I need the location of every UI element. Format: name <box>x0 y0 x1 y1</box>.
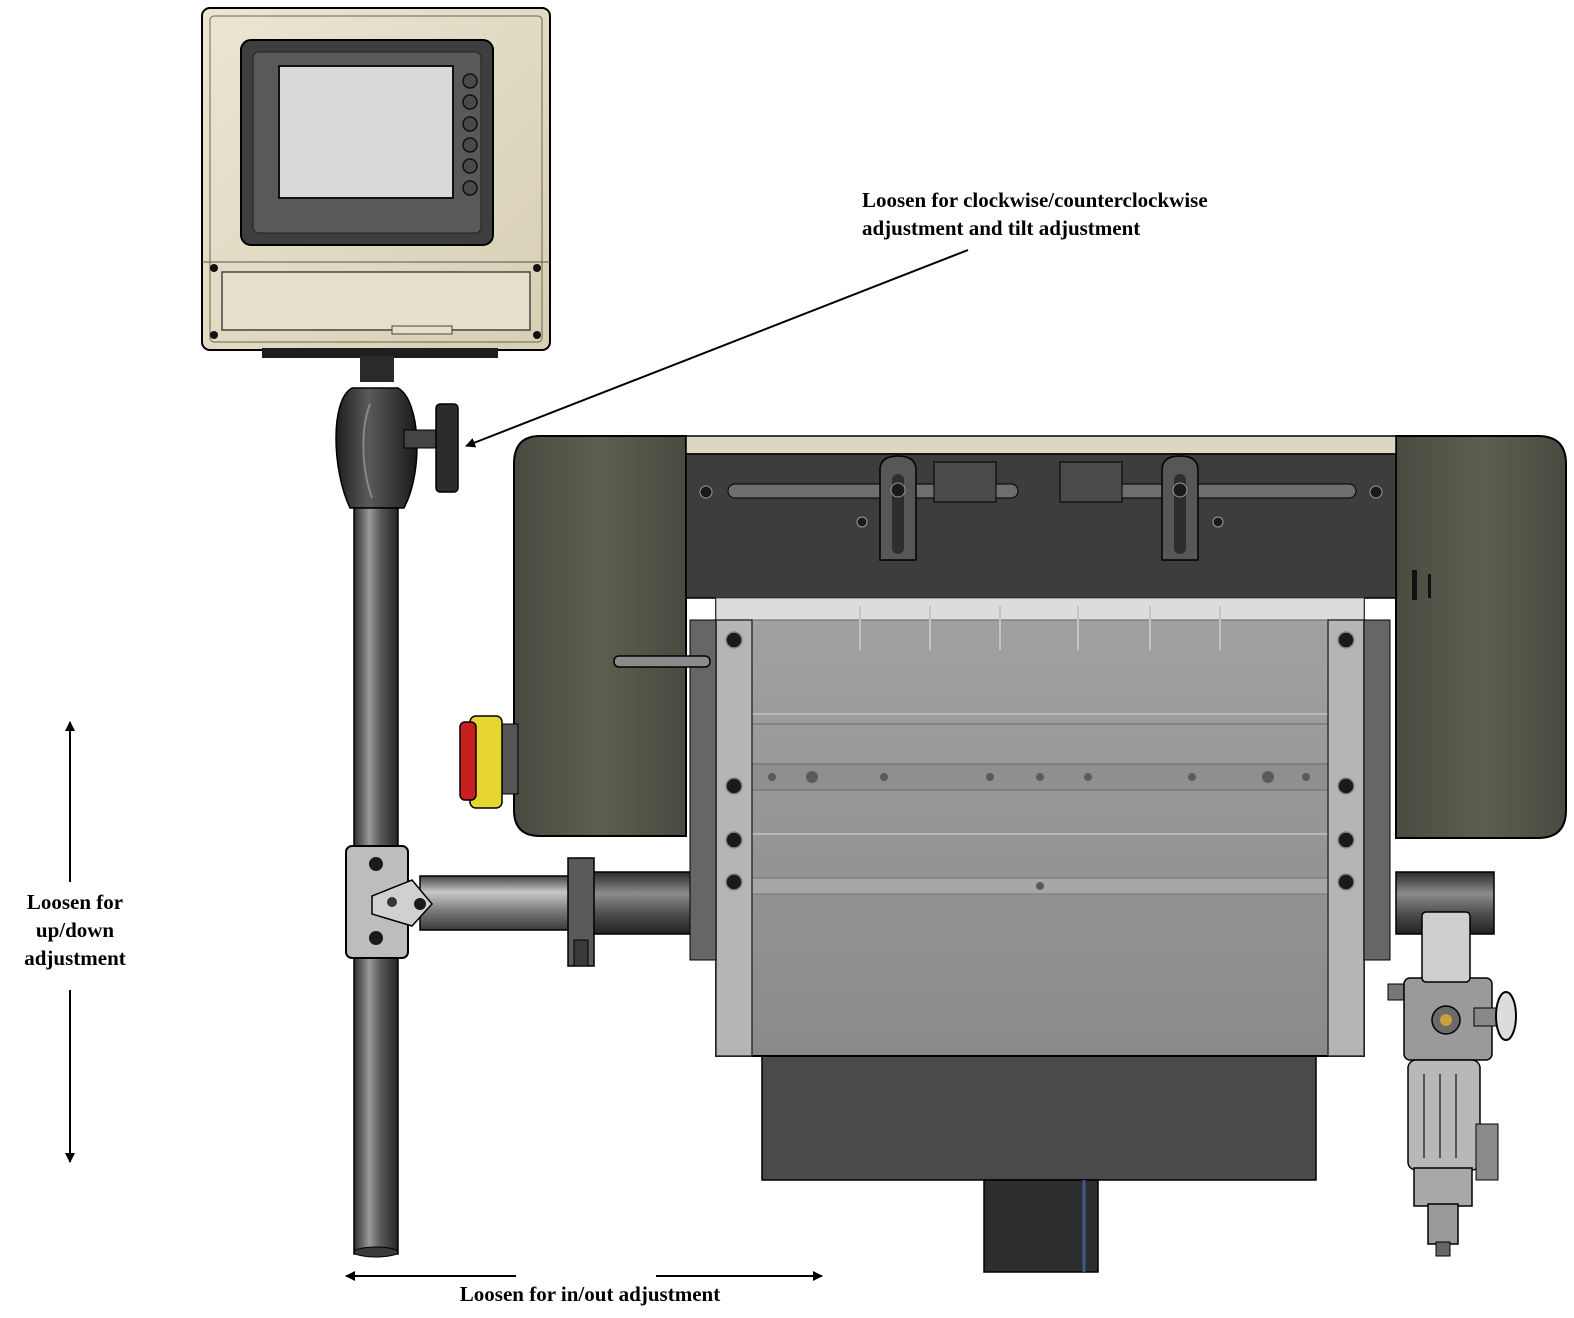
emergency-stop-button <box>459 715 519 809</box>
updown-adjustment-callout: Loosen for up/down adjustment <box>4 888 146 972</box>
hmi-buttons <box>462 73 478 196</box>
tilt-clamp <box>335 356 459 509</box>
tilt-adjustment-callout: Loosen for clockwise/counterclockwise ad… <box>862 186 1322 242</box>
updown-callout-line-1: Loosen for <box>26 890 124 914</box>
front-guard-panel <box>613 597 1391 1273</box>
tilt-callout-line-2: adjustment and tilt adjustment <box>862 216 1141 240</box>
hmi-enclosure <box>201 7 551 358</box>
machine-head <box>513 435 1567 839</box>
updown-callout-line-2: up/down <box>35 918 115 942</box>
inout-callout-text: Loosen for in/out adjustment <box>459 1282 721 1306</box>
updown-callout-line-3: adjustment <box>24 946 126 970</box>
cross-clamp <box>345 845 433 959</box>
horizontal-arm <box>419 857 1495 967</box>
hmi-screen <box>278 65 454 199</box>
tilt-callout-line-1: Loosen for clockwise/counterclockwise <box>862 188 1208 212</box>
filter-regulator <box>1387 911 1517 1257</box>
inout-adjustment-callout: Loosen for in/out adjustment <box>400 1280 780 1308</box>
tilt-callout-leader <box>465 249 969 448</box>
